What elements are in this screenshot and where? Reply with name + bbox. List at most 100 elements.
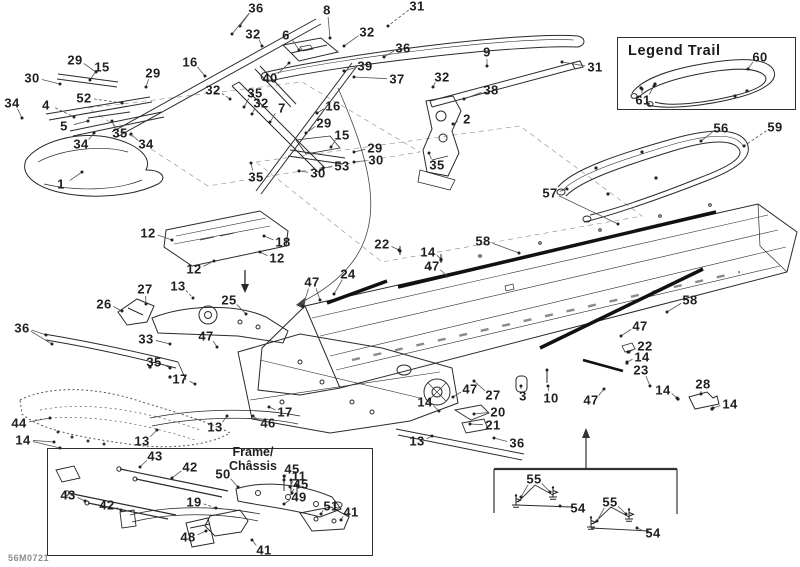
part-label-30: 30 (24, 70, 40, 86)
part-label-55: 55 (602, 494, 618, 510)
part-label-34: 34 (138, 136, 154, 152)
part-label-22: 22 (637, 338, 653, 354)
heat-exchanger-strips (326, 210, 717, 373)
part-label-47: 47 (632, 318, 648, 334)
part-label-35: 35 (247, 85, 263, 101)
part-label-19: 19 (186, 494, 202, 510)
legend-box-title: Legend Trail (628, 43, 721, 59)
part-label-58: 58 (475, 233, 491, 249)
part-label-5: 5 (60, 118, 68, 134)
part-label-31: 31 (587, 59, 603, 75)
part-label-17: 17 (277, 404, 293, 420)
part-label-23: 23 (633, 362, 649, 378)
part-label-14: 14 (722, 396, 738, 412)
part-label-29: 29 (316, 115, 332, 131)
upper-crossmember-assembly (260, 34, 585, 191)
part-label-43: 43 (147, 448, 163, 464)
part-label-13: 13 (170, 278, 186, 294)
part-label-40: 40 (262, 70, 278, 86)
part-label-27: 27 (137, 281, 153, 297)
part-label-45: 45 (293, 476, 309, 492)
part-label-47: 47 (304, 274, 320, 290)
part-label-36: 36 (395, 40, 411, 56)
part-label-14: 14 (15, 432, 31, 448)
front-module (149, 246, 720, 461)
part-label-39: 39 (357, 58, 373, 74)
part-label-51: 51 (323, 498, 339, 514)
part-label-20: 20 (490, 404, 506, 420)
frame-chassis-box (47, 448, 373, 556)
part-label-22: 22 (374, 236, 390, 252)
part-label-49: 49 (291, 489, 307, 505)
part-label-36: 36 (248, 0, 264, 16)
part-label-32: 32 (205, 82, 221, 98)
part-label-25: 25 (221, 292, 237, 308)
part-label-58: 58 (682, 292, 698, 308)
part-label-18: 18 (275, 234, 291, 250)
part-label-28: 28 (695, 376, 711, 392)
part-label-38: 38 (483, 82, 499, 98)
part-label-1: 1 (57, 176, 65, 192)
front-bumper-assembly (24, 65, 326, 197)
part-label-48: 48 (180, 529, 196, 545)
center-support-cluster (43, 298, 289, 381)
rear-bumper (556, 130, 749, 223)
part-label-2: 2 (463, 111, 471, 127)
part-label-13: 13 (134, 433, 150, 449)
part-label-3: 3 (519, 388, 527, 404)
part-label-35: 35 (146, 354, 162, 370)
part-label-47: 47 (198, 328, 214, 344)
legend-trail-box: Legend Trail (617, 37, 796, 110)
part-label-15: 15 (334, 127, 350, 143)
frame-box-title-line2: Châssis (229, 459, 277, 473)
panel-assembly (163, 210, 289, 293)
part-label-47: 47 (583, 392, 599, 408)
fasteners-inset-box (493, 428, 678, 532)
part-label-43: 43 (60, 487, 76, 503)
part-label-29: 29 (145, 65, 161, 81)
part-label-24: 24 (340, 266, 356, 282)
part-label-9: 9 (483, 44, 491, 60)
part-label-59: 59 (767, 119, 783, 135)
part-label-47: 47 (462, 381, 478, 397)
frame-box-title: Frame/ Châssis (229, 445, 277, 473)
construction-plane-lines (87, 81, 643, 263)
part-label-8: 8 (323, 2, 331, 18)
part-label-17: 17 (172, 371, 188, 387)
part-label-16: 16 (325, 98, 341, 114)
part-label-30: 30 (368, 152, 384, 168)
part-label-4: 4 (42, 97, 50, 113)
part-label-34: 34 (73, 136, 89, 152)
part-label-60: 60 (752, 49, 768, 65)
part-label-14: 14 (634, 349, 650, 365)
part-label-10: 10 (543, 390, 559, 406)
part-label-32: 32 (359, 24, 375, 40)
part-label-52: 52 (76, 90, 92, 106)
part-label-14: 14 (655, 382, 671, 398)
frame-box-title-line1: Frame/ (232, 445, 274, 459)
part-label-29: 29 (67, 52, 83, 68)
part-label-41: 41 (256, 542, 272, 558)
legend-trail-bumper (630, 59, 775, 108)
part-label-33: 33 (138, 331, 154, 347)
part-label-50: 50 (215, 466, 231, 482)
part-label-27: 27 (485, 387, 501, 403)
part-label-42: 42 (99, 497, 115, 513)
part-label-11: 11 (291, 468, 307, 484)
part-label-6: 6 (282, 27, 290, 43)
leader-lines (17, 9, 767, 546)
part-label-14: 14 (420, 244, 436, 260)
frame-tubes (111, 18, 358, 195)
part-label-36: 36 (509, 435, 525, 451)
part-label-35: 35 (248, 169, 264, 185)
part-label-16: 16 (182, 54, 198, 70)
part-label-47: 47 (424, 258, 440, 274)
left-skid (19, 389, 232, 448)
part-label-13: 13 (409, 433, 425, 449)
part-label-32: 32 (253, 95, 269, 111)
part-label-32: 32 (245, 26, 261, 42)
part-label-30: 30 (310, 165, 326, 181)
part-label-14: 14 (417, 394, 433, 410)
part-label-35: 35 (112, 125, 128, 141)
